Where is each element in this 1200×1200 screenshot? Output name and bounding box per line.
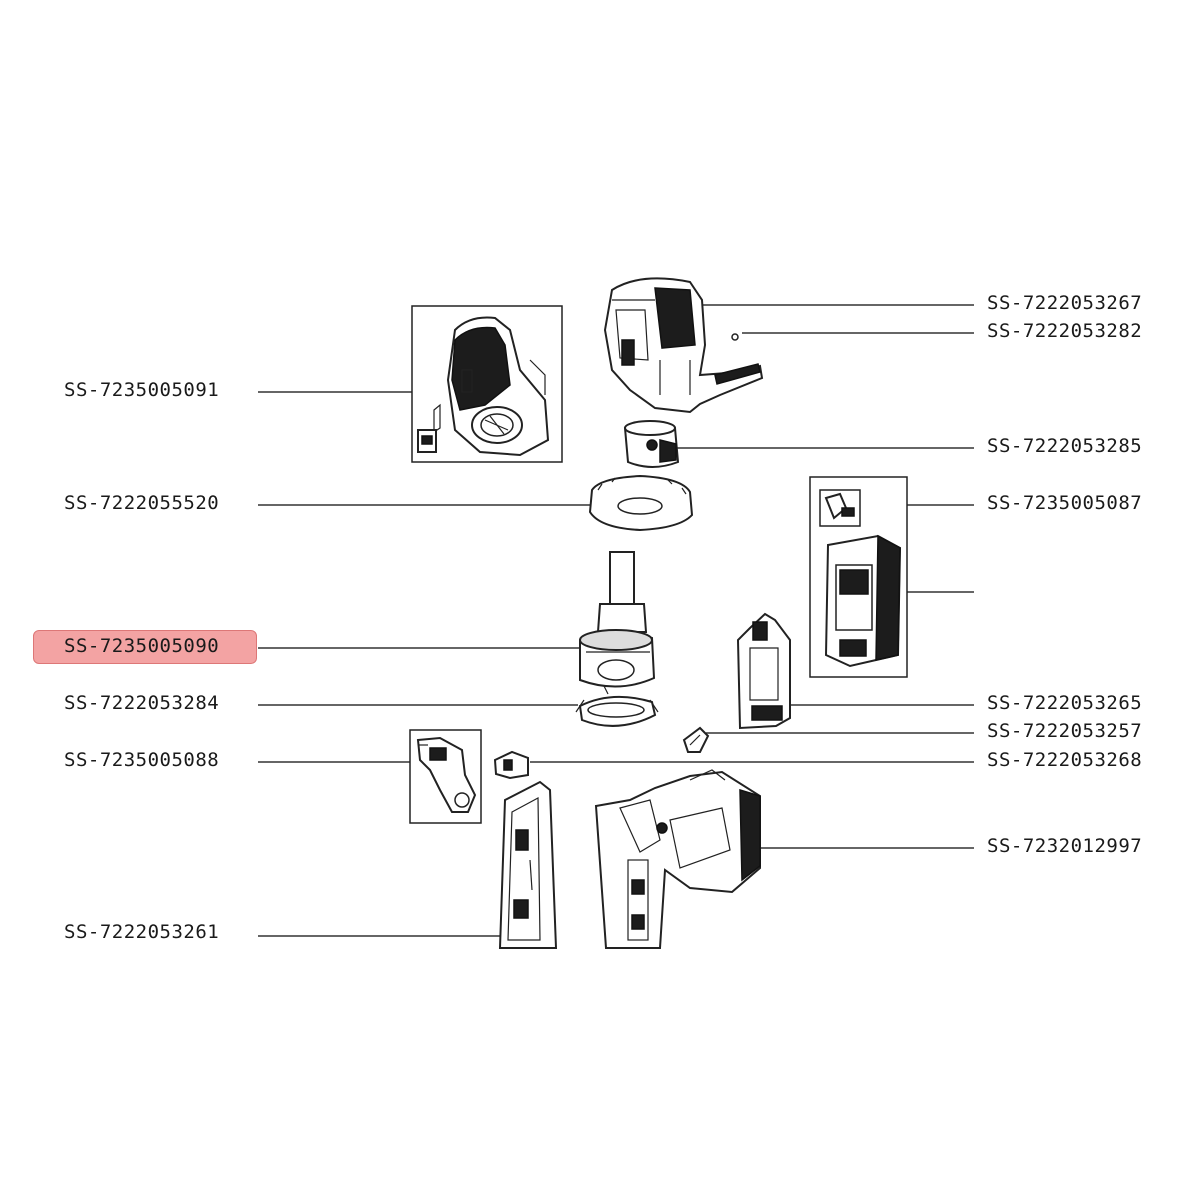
top-handle-housing-part — [603, 277, 764, 414]
small-clip-part — [682, 726, 710, 753]
small-bracket-part — [493, 750, 529, 780]
screw-part — [731, 333, 739, 341]
mount-ring-part — [575, 685, 659, 727]
motor-housing-part — [411, 305, 563, 463]
part-number-label[interactable]: SS-7222053265 — [987, 692, 1143, 714]
battery-holder-part — [736, 612, 791, 730]
part-number-label[interactable]: SS-7232012997 — [987, 835, 1143, 857]
part-number-label[interactable]: SS-7235005091 — [64, 379, 220, 401]
part-number-label-highlighted[interactable]: SS-7235005090 — [64, 635, 220, 657]
part-number-label[interactable]: SS-7235005087 — [987, 492, 1143, 514]
battery-assembly-part — [809, 476, 908, 678]
part-number-label[interactable]: SS-7222053285 — [987, 435, 1143, 457]
trigger-mechanism-part — [409, 729, 482, 824]
highlighted-part-marker — [33, 630, 257, 664]
cylinder-connector-part — [623, 420, 680, 468]
part-number-label[interactable]: SS-7222053261 — [64, 921, 220, 943]
part-number-label[interactable]: SS-7222053257 — [987, 720, 1143, 742]
part-number-label[interactable]: SS-7222053268 — [987, 749, 1143, 771]
left-handle-half-part — [498, 780, 558, 949]
part-number-label[interactable]: SS-7222053282 — [987, 320, 1143, 342]
part-number-label[interactable]: SS-7222055520 — [64, 492, 220, 514]
main-body-part — [594, 769, 761, 949]
part-number-label[interactable]: SS-7222053284 — [64, 692, 220, 714]
filter-disc-part — [588, 474, 694, 532]
part-number-label[interactable]: SS-7222053267 — [987, 292, 1143, 314]
motor-fan-part — [579, 551, 656, 688]
part-number-label[interactable]: SS-7235005088 — [64, 749, 220, 771]
